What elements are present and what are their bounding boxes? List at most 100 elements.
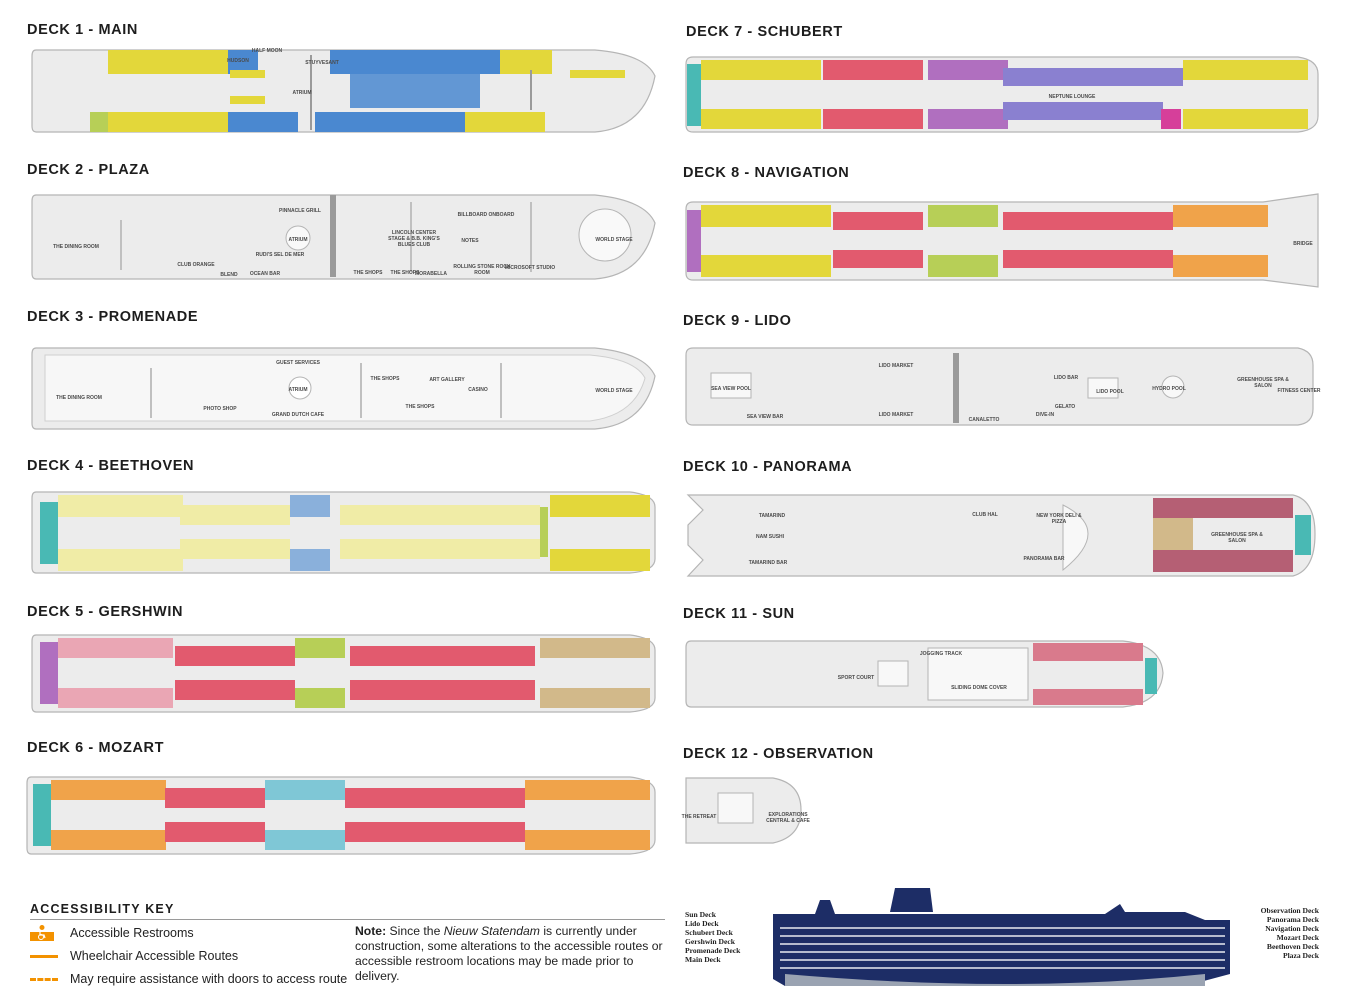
- key-door-assistance-label: May require assistance with doors to acc…: [70, 972, 348, 986]
- deck-12-plan: [685, 777, 802, 844]
- venue-label-d2: CLUB ORANGE: [177, 262, 215, 268]
- deck-6-plan: [26, 776, 656, 855]
- venue-label-d9: LIDO MARKET: [878, 363, 914, 369]
- deck-11-cabins: [1033, 643, 1143, 705]
- venue-label-d9: CANALETTO: [968, 417, 1000, 423]
- accessibility-key: ACCESSIBILITY KEY Accessible Restrooms W…: [30, 902, 665, 986]
- deck-5-plan: [31, 634, 656, 713]
- venue-label-d2: ATRIUM: [288, 237, 308, 243]
- deck-11-plan: [685, 640, 1164, 708]
- venue-label-d9: DIVE-IN: [1035, 412, 1055, 418]
- deck-4-cabins-bottom: [58, 539, 650, 571]
- venue-label-d2: MICROSOFT STUDIO: [504, 265, 556, 271]
- deck-8-title: DECK 8 - NAVIGATION: [683, 165, 850, 181]
- profile-label-sun-deck: Sun Deck: [685, 910, 717, 919]
- venue-label-d3: CASINO: [468, 387, 488, 393]
- ship-profile: [773, 888, 1230, 986]
- venue-label-d1: STUYVESANT: [305, 60, 339, 66]
- venue-label-d9: LIDO BAR: [1053, 375, 1079, 381]
- venue-label-d8: BRIDGE: [1293, 241, 1313, 247]
- profile-label-navigation-deck: Navigation Deck: [1265, 924, 1319, 933]
- profile-label-lido-deck: Lido Deck: [685, 919, 719, 928]
- venue-label-d11: JOGGING TRACK: [919, 651, 963, 657]
- venue-label-d1: HALF MOON: [251, 48, 283, 54]
- venue-label-d10: GREENHOUSE SPA & SALON: [1211, 532, 1263, 544]
- deck-8-plan: [685, 193, 1319, 288]
- venue-label-d9: LIDO POOL: [1096, 389, 1124, 395]
- venue-label-d9: GELATO: [1054, 404, 1076, 410]
- accessible-restroom-icon: [30, 924, 54, 941]
- venue-label-d2: BILLBOARD ONBOARD: [457, 212, 515, 218]
- venue-label-d7: NEPTUNE LOUNGE: [1048, 94, 1096, 100]
- venue-label-d3: THE SHOPS: [405, 404, 435, 410]
- note-pre: Since the: [389, 924, 444, 938]
- venue-label-d9: SEA VIEW POOL: [711, 386, 751, 392]
- deck-5-title: DECK 5 - GERSHWIN: [27, 604, 184, 620]
- deck-2-title: DECK 2 - PLAZA: [27, 162, 150, 178]
- profile-label-beethoven-deck: Beethoven Deck: [1266, 942, 1319, 951]
- venue-label-d9: HYDRO POOL: [1152, 386, 1186, 392]
- profile-label-mozart-deck: Mozart Deck: [1276, 933, 1319, 942]
- accessibility-key-title: ACCESSIBILITY KEY: [30, 902, 665, 920]
- venue-label-d2: PINNACLE GRILL: [279, 208, 321, 214]
- dashed-orange-line: [30, 978, 58, 981]
- venue-label-d2: BLEND: [220, 272, 238, 278]
- venue-label-d3: ATRIUM: [288, 387, 308, 393]
- profile-label-main-deck: Main Deck: [685, 955, 721, 964]
- deck-1-cabins-bottom: [90, 112, 545, 132]
- deck-9-title: DECK 9 - LIDO: [683, 313, 792, 329]
- venue-label-d2: MORABELLA: [415, 271, 447, 277]
- venue-label-d3: GRAND DUTCH CAFE: [271, 412, 325, 418]
- key-wheelchair-routes-label: Wheelchair Accessible Routes: [70, 949, 239, 963]
- venue-label-d10: PANORAMA BAR: [1023, 556, 1065, 562]
- deck-10-cabins: [1153, 498, 1293, 572]
- deck-2-plan: [31, 194, 656, 280]
- deck-9-plan: [685, 347, 1314, 426]
- deck-3-plan: [31, 347, 656, 430]
- deck-11-title: DECK 11 - SUN: [683, 606, 795, 622]
- venue-label-d2: THE DINING ROOM: [53, 244, 99, 250]
- venue-label-d9: FITNESS CENTER: [1277, 388, 1321, 394]
- venue-label-d2: ROLLING STONE ROCK ROOM: [453, 264, 511, 276]
- venue-label-d12: THE RETREAT: [681, 814, 717, 820]
- construction-note: Note: Since the Nieuw Statendam is curre…: [355, 924, 665, 984]
- venue-label-d3: THE SHOPS: [370, 376, 400, 382]
- venue-label-d11: SPORT COURT: [837, 675, 875, 681]
- note-post: is currently under construction, some al…: [355, 924, 663, 983]
- profile-label-panorama-deck: Panorama Deck: [1266, 915, 1319, 924]
- profile-label-plaza-deck: Plaza Deck: [1282, 951, 1319, 960]
- venue-label-d3: ART GALLERY: [429, 377, 465, 383]
- profile-label-observation-deck: Observation Deck: [1260, 906, 1319, 915]
- venue-label-d10: TAMARIND: [758, 513, 786, 519]
- deck-4-title: DECK 4 - BEETHOVEN: [27, 458, 195, 474]
- venue-label-d12: EXPLORATIONS CENTRAL & CAFE: [766, 812, 810, 824]
- key-accessible-restrooms-label: Accessible Restrooms: [70, 926, 194, 940]
- venue-label-d2: THE SHOPS: [390, 270, 420, 276]
- profile-label-gershwin-deck: Gershwin Deck: [685, 937, 735, 946]
- deck-7-title: DECK 7 - SCHUBERT: [686, 24, 843, 40]
- deck-4-plan: [31, 491, 656, 574]
- venue-label-d10: TAMARIND BAR: [748, 560, 788, 566]
- profile-label-schubert-deck: Schubert Deck: [685, 928, 733, 937]
- venue-label-d2: WORLD STAGE: [595, 237, 633, 243]
- venue-label-d2: RUDI'S SEL DE MER: [255, 252, 305, 258]
- venue-label-d10: NEW YORK DELI & PIZZA: [1036, 513, 1082, 525]
- venue-label-d2: NOTES: [461, 238, 479, 244]
- deck-1-title: DECK 1 - MAIN: [27, 22, 138, 38]
- venue-label-d1: ATRIUM: [292, 90, 312, 96]
- venue-label-d2: OCEAN BAR: [249, 271, 281, 277]
- venue-label-d3: THE DINING ROOM: [56, 395, 102, 401]
- deck-8-cabins-bottom: [701, 250, 1268, 277]
- deck-12-title: DECK 12 - OBSERVATION: [683, 746, 874, 762]
- venue-label-d3: PHOTO SHOP: [203, 406, 237, 412]
- note-ship-name: Nieuw Statendam: [443, 924, 540, 938]
- deck-7-plan: [685, 56, 1319, 133]
- venue-label-d3: GUEST SERVICES: [276, 360, 320, 366]
- note-label: Note:: [355, 924, 387, 938]
- deck-10-plan: [686, 494, 1316, 577]
- deck-7-cabins-top: [701, 60, 1308, 86]
- solid-orange-line: [30, 955, 58, 958]
- deck-7-cabins-bottom: [701, 102, 1308, 129]
- venue-label-d2: LINCOLN CENTER STAGE & B.B. KING'S BLUES…: [388, 230, 440, 248]
- ship-profile-stripes: [780, 927, 1225, 969]
